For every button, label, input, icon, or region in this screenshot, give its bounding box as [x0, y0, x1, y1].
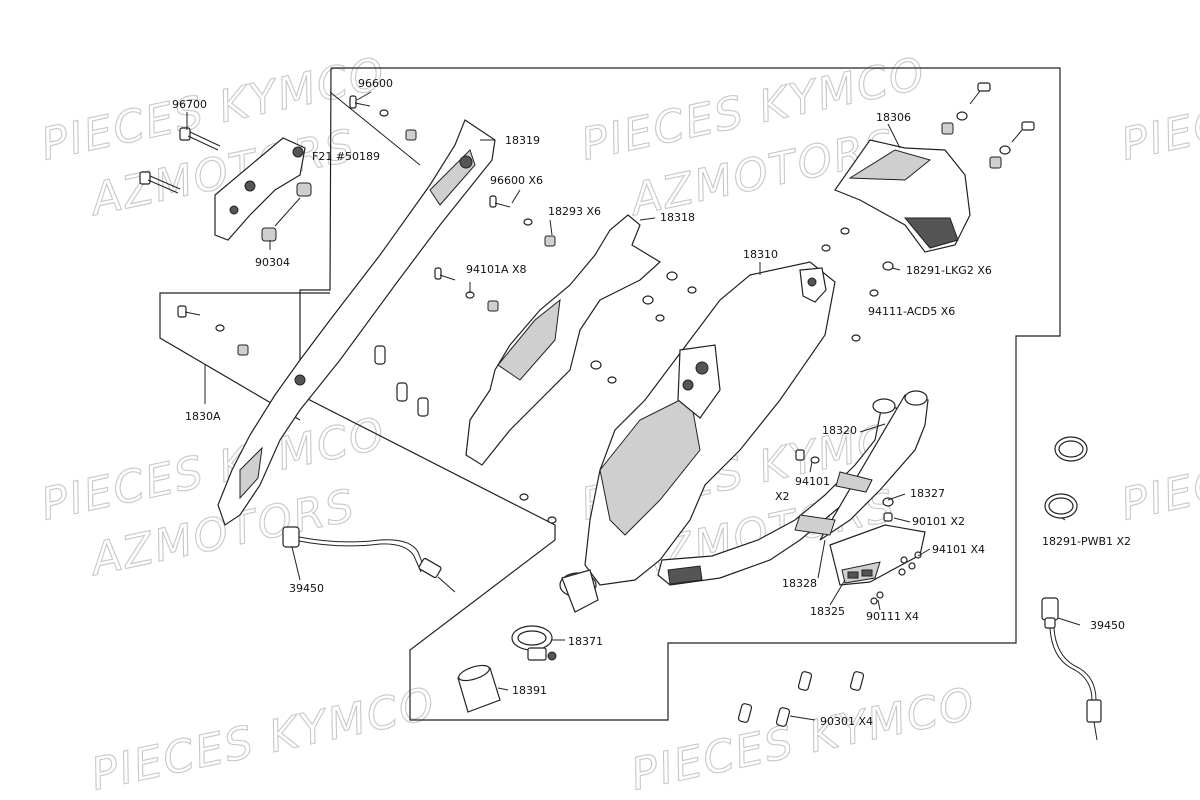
muffler-18310 — [559, 261, 836, 613]
bolt-94101a — [374, 267, 499, 417]
washer-series — [519, 227, 861, 524]
gasket-18291-pwb1 — [1044, 436, 1088, 519]
watermark-text: PIECES KYMCO — [1117, 48, 1200, 171]
label-18293: 18293 X6 — [548, 205, 601, 218]
label-18325: 18325 — [810, 605, 845, 618]
label-96700: 96700 — [172, 98, 207, 111]
watermark-text: PIECES KYMCO — [87, 678, 441, 800]
sleeve-18391 — [457, 664, 501, 713]
bolt-96600 — [349, 95, 417, 141]
bolt-set-96600-x6 — [489, 195, 556, 247]
label-18291-pwb1: 18291-PWB1 X2 — [1042, 535, 1131, 548]
leader-lines — [186, 91, 1081, 721]
label-96600-x6: 96600 X6 — [490, 174, 543, 187]
part-labels: 96700 96600 F21 #50189 90304 18319 96600… — [172, 77, 1131, 728]
label-18371: 18371 — [568, 635, 603, 648]
o2-sensor-39450-right — [1041, 597, 1102, 741]
label-f21: F21 #50189 — [312, 150, 380, 163]
label-94101: 94101 — [795, 475, 830, 488]
heat-shield-18306 — [834, 139, 971, 253]
exhaust-pipe-18320 — [657, 390, 929, 586]
watermark-text: PIECES KYMCO — [1117, 408, 1200, 531]
assembly-frame — [159, 67, 1061, 721]
label-18327: 18327 — [910, 487, 945, 500]
label-94111-acd5: 94111-ACD5 X6 — [868, 305, 955, 318]
heat-shield-1830a — [217, 119, 496, 526]
label-94101a: 94101A X8 — [466, 263, 527, 276]
label-18306: 18306 — [876, 111, 911, 124]
label-90301: 90301 X4 — [820, 715, 873, 728]
label-x2: X2 — [775, 490, 790, 503]
label-18319: 18319 — [505, 134, 540, 147]
label-18310: 18310 — [743, 248, 778, 261]
clamp-18371 — [511, 625, 557, 661]
watermark-text: PIECES KYMCO — [627, 678, 981, 800]
label-90304: 90304 — [255, 256, 290, 269]
grommet-18291-lkg2 — [869, 261, 894, 297]
label-96600: 96600 — [358, 77, 393, 90]
heat-shield-bracket — [214, 137, 306, 241]
bolt-94101 — [795, 449, 922, 605]
label-90101: 90101 X2 — [912, 515, 965, 528]
clamp-bracket-18325 — [829, 524, 926, 586]
main-frame-outline — [299, 67, 1061, 721]
bolt-set-1830a — [177, 305, 249, 356]
label-18328: 18328 — [782, 577, 817, 590]
label-90111: 90111 X4 — [866, 610, 919, 623]
collar-set-90301 — [737, 671, 865, 727]
label-18291-lkg2: 18291-LKG2 X6 — [906, 264, 992, 277]
bolt-set-18306 — [941, 82, 1035, 169]
sub-frame-outline — [159, 292, 330, 421]
label-94101-x4: 94101 X4 — [932, 543, 985, 556]
label-18391: 18391 — [512, 684, 547, 697]
watermark-layer: PIECES KYMCO AZMOTORS PIECES KYMCO AZMOT… — [36, 47, 1200, 800]
label-39450-left: 39450 — [289, 582, 324, 595]
label-18318: 18318 — [660, 211, 695, 224]
label-18320: 18320 — [822, 424, 857, 437]
heat-shield-18318 — [465, 214, 662, 466]
bolt-96700 — [139, 127, 221, 194]
label-1830a: 1830A — [185, 410, 221, 423]
o2-sensor-39450-left — [282, 526, 456, 593]
nut-90304 — [261, 182, 312, 242]
label-39450-right: 39450 — [1090, 619, 1125, 632]
